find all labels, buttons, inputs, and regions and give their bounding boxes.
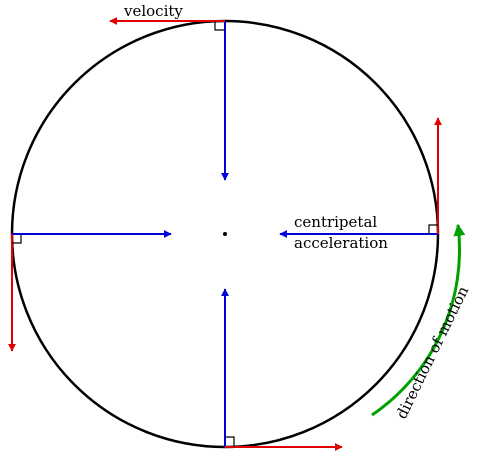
acceleration-label: acceleration: [294, 234, 388, 252]
direction-of-motion-label: direction of motion: [392, 283, 472, 422]
right-angle-marker-bottom: [225, 436, 235, 447]
right-angle-marker-right: [428, 224, 438, 234]
center-point: [223, 232, 227, 236]
centripetal-label: centripetal: [294, 213, 377, 231]
right-angle-marker-top: [214, 21, 225, 31]
right-angle-marker-left: [12, 234, 22, 244]
direction-of-motion-arrow: [371, 223, 466, 417]
velocity-label: velocity: [123, 2, 183, 20]
